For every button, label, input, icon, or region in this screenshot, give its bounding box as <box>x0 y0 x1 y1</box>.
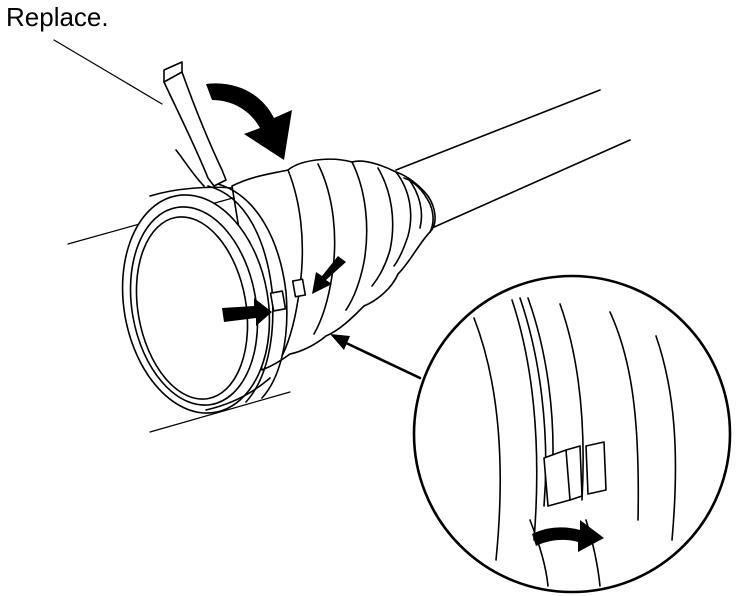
band-tab-fold <box>175 149 205 187</box>
band-lock-clip <box>269 290 287 312</box>
shaft-upper-edge <box>395 89 601 171</box>
arrow-right-icon <box>222 298 272 326</box>
detail-arrow-icon <box>532 520 604 552</box>
shaft-lower-edge <box>431 139 631 229</box>
band-inner-edge <box>217 183 288 399</box>
detail-curve-5 <box>559 303 584 501</box>
band-lock-clip-2 <box>291 278 307 298</box>
detail-curve-6 <box>609 311 640 521</box>
detail-clip-left-side <box>565 445 583 501</box>
boot-band <box>163 61 307 403</box>
detail-circle <box>412 274 732 594</box>
housing-inner-rim <box>129 206 259 406</box>
replace-callout: Replace. <box>6 2 109 32</box>
band-outer-edge <box>207 185 274 403</box>
housing-top-edge <box>149 186 233 197</box>
detail-clip-left <box>543 449 571 507</box>
housing-outer-rim <box>121 194 271 414</box>
boot-fold-6 <box>407 177 423 229</box>
boot-fold-5 <box>393 171 412 267</box>
curved-arrow-icon <box>206 83 292 160</box>
detail-curve-7 <box>655 335 677 541</box>
detail-curve-2 <box>511 299 538 541</box>
detail-curve-8 <box>529 519 549 587</box>
detail-curve-1 <box>473 317 501 561</box>
cv-joint-housing <box>121 186 271 414</box>
boot-fold-4 <box>371 167 394 287</box>
detail-leader-line <box>342 340 422 380</box>
boot-neck <box>403 177 434 233</box>
drive-shaft <box>395 89 631 229</box>
boot-fold-3 <box>345 161 368 311</box>
detail-view <box>412 274 732 594</box>
detail-clip-right <box>585 441 607 495</box>
arrow-left-down-icon <box>312 256 346 294</box>
housing-bore <box>135 216 249 400</box>
detail-leader-arrowhead-icon <box>330 334 350 350</box>
band-tab-end <box>163 61 183 83</box>
replace-leader-line <box>53 39 163 105</box>
band-tab <box>163 71 227 187</box>
housing-bottom-edge <box>205 377 271 411</box>
